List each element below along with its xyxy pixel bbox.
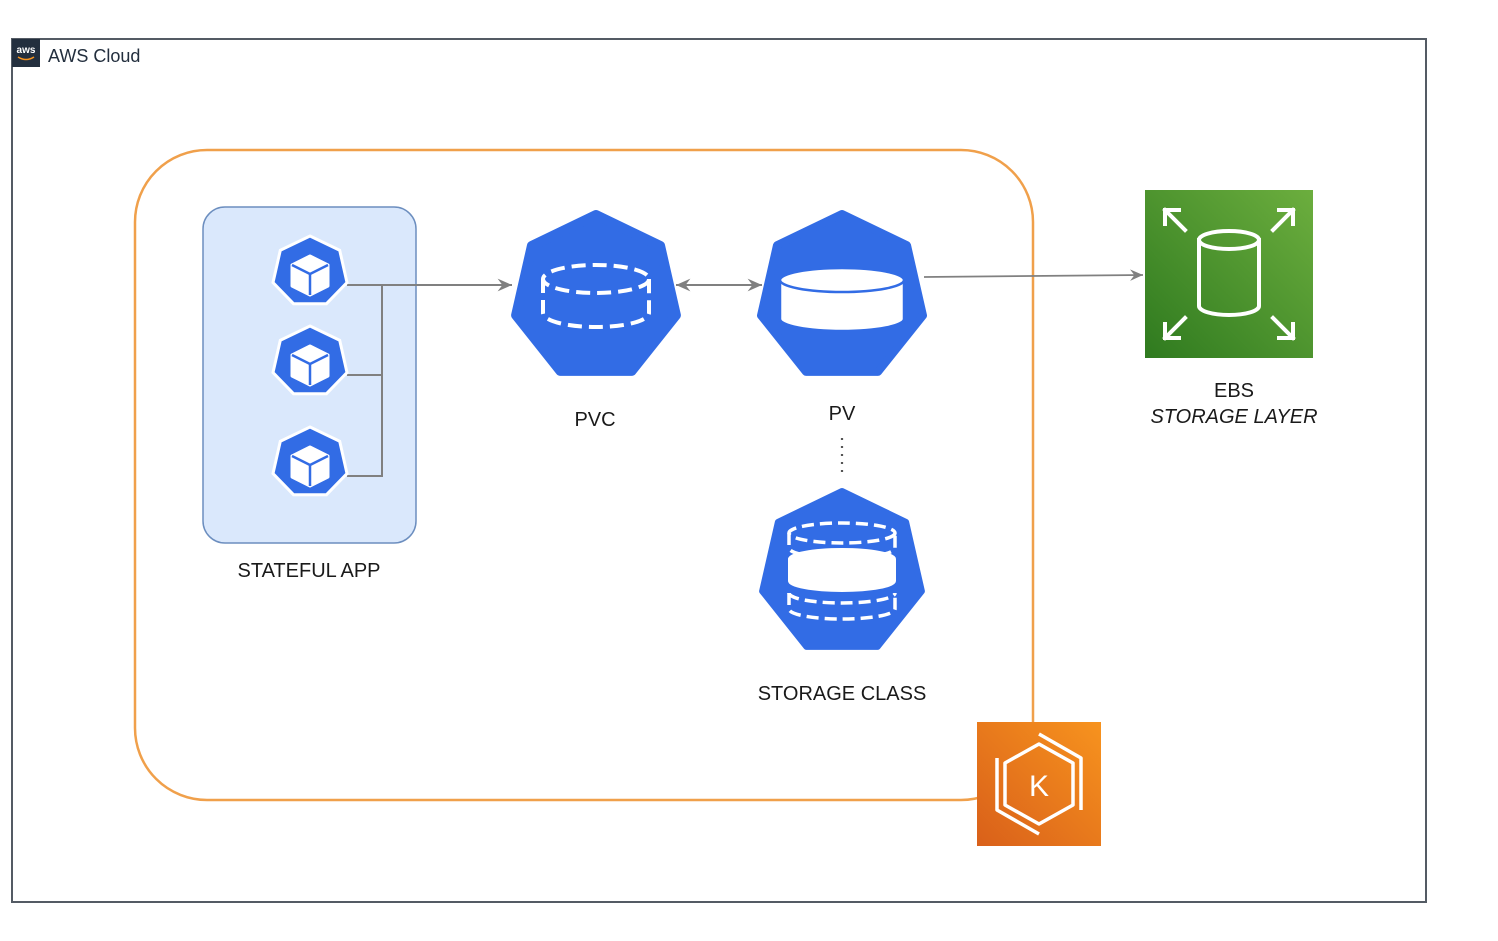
eks-cluster-boundary <box>133 148 1035 802</box>
aws-cloud-border <box>11 38 1427 903</box>
pod-icon[interactable] <box>271 234 349 306</box>
pv-icon[interactable] <box>757 210 927 376</box>
pvc-label: PVC <box>574 409 615 431</box>
aws-cloud-label: AWS Cloud <box>48 46 140 66</box>
stateful-app-label: STATEFUL APP <box>238 560 381 582</box>
storage-class-icon[interactable] <box>759 488 925 650</box>
aws-cloud-group: aws AWS Cloud <box>11 38 1427 903</box>
eks-letter: K <box>1029 770 1049 803</box>
pod-icon[interactable] <box>271 425 349 497</box>
ebs-icon[interactable] <box>1145 190 1313 358</box>
eks-icon[interactable]: K <box>977 722 1101 846</box>
pv-ebs-connector <box>923 269 1144 281</box>
pv-label: PV <box>829 403 856 425</box>
aws-cloud-icon: aws <box>12 39 40 67</box>
aws-logo-text: aws <box>17 45 36 56</box>
pod-connectors <box>347 278 512 477</box>
pvc-icon[interactable] <box>511 210 681 376</box>
storage-class-label: STORAGE CLASS <box>758 683 927 705</box>
pod-icon[interactable] <box>271 324 349 396</box>
ebs-label: EBS <box>1214 380 1254 402</box>
ebs-sublabel: STORAGE LAYER <box>1150 406 1317 428</box>
